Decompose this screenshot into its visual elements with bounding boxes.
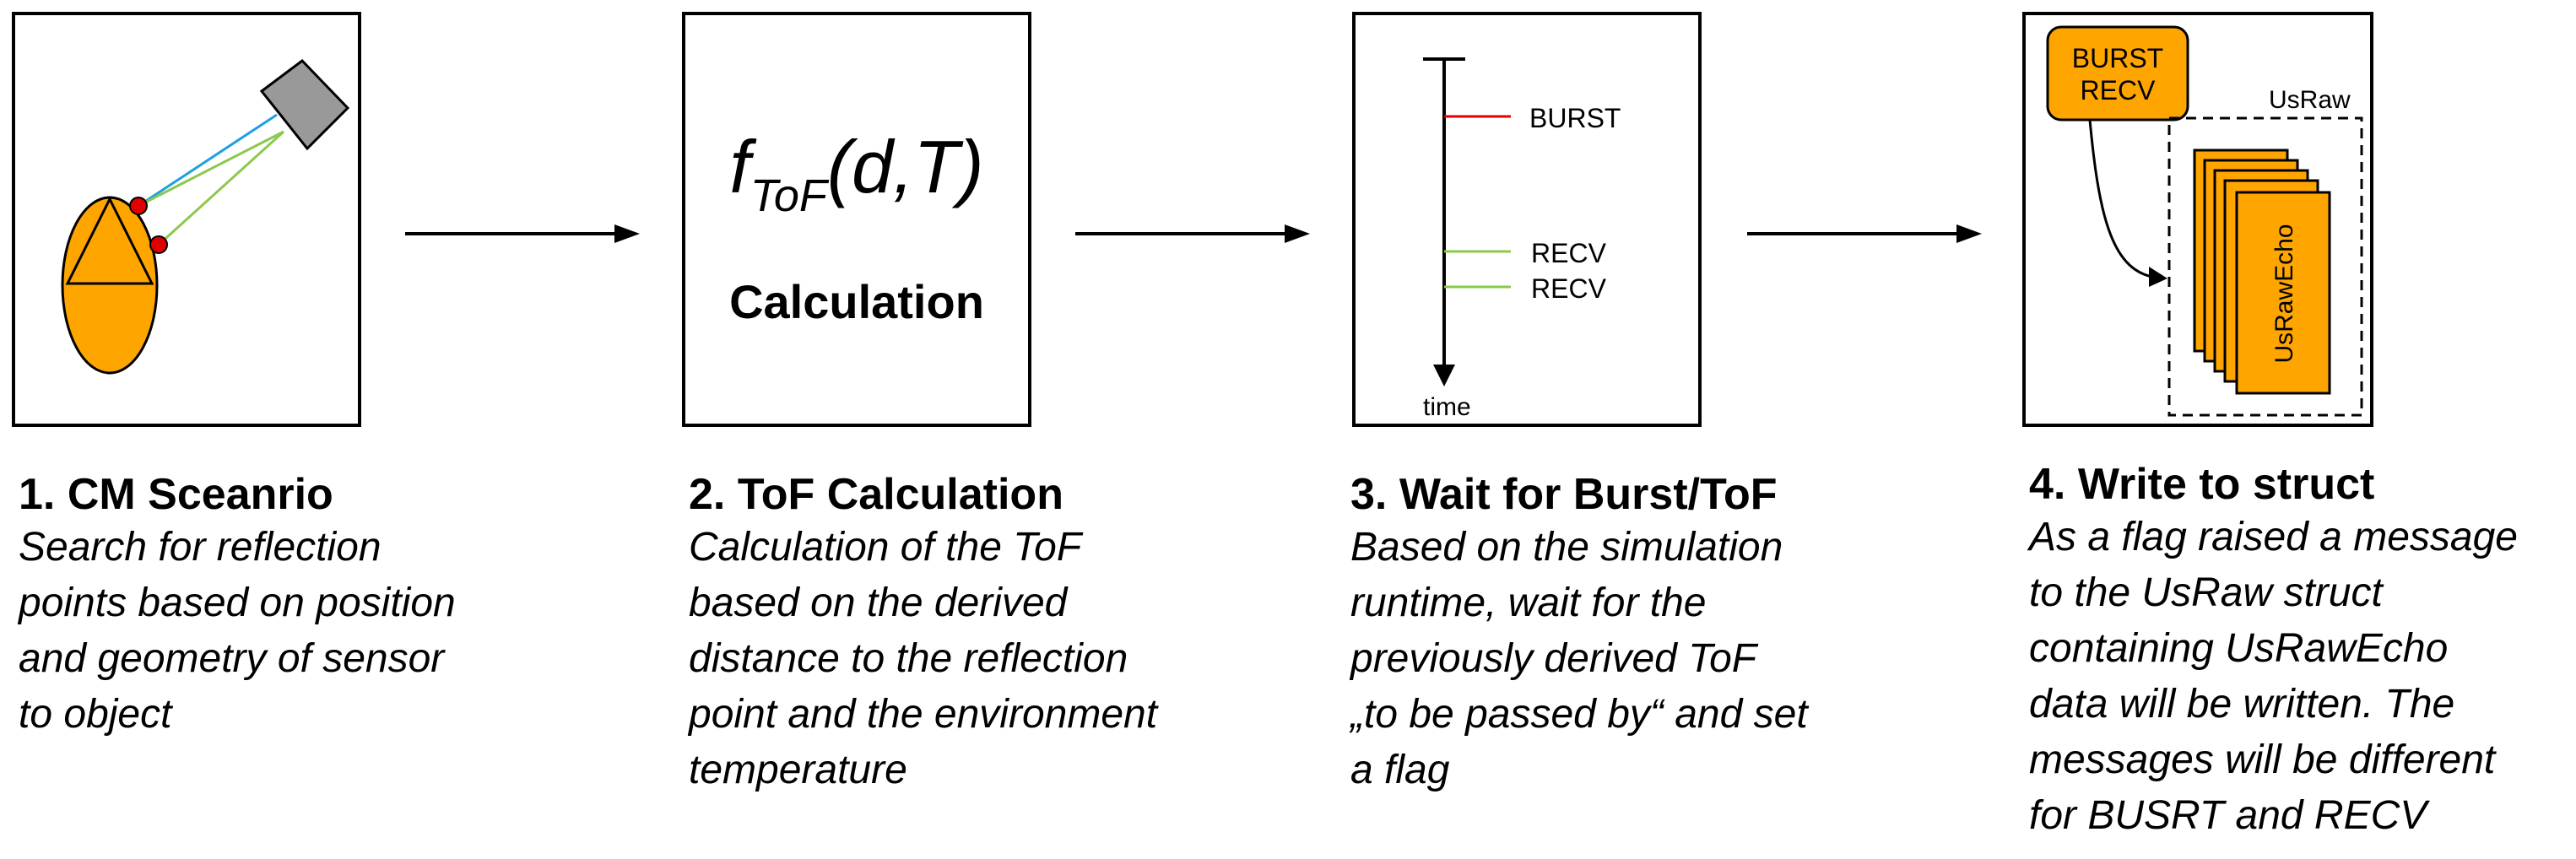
scenario-illustration [61,59,350,375]
step-3-title: 3. Wait for Burst/ToF [1350,470,1778,519]
blue-ray [138,113,278,208]
step-3-line: runtime, wait for the [1350,581,1707,625]
step-1-line: Search for reflection [19,525,382,570]
step-4-line: messages will be different [2029,737,2496,782]
step-1-line: to object [19,692,172,737]
step-2-title: 2. ToF Calculation [689,470,1063,519]
formula-function: f [729,125,750,208]
green-ray-2 [157,130,285,246]
step-3-line: previously derived ToF [1350,636,1757,681]
step-3-line: Based on the simulation [1350,525,1783,570]
write-arrowhead [2149,267,2167,287]
step-1-description: Search for reflection points based on po… [19,520,559,743]
step-2-line: temperature [689,748,907,792]
step-4-line: for BUSRT and RECV [2029,793,2427,838]
step-4-caption: 4. Write to struct As a flag raised a me… [2029,459,2569,844]
step-3-line: a flag [1350,748,1450,792]
struct-illustration: BURST RECV UsRaw UsRawEcho [2046,25,2363,417]
step-4-title: 4. Write to struct [2029,460,2375,509]
recv-label-2: RECV [1531,273,1607,304]
step-4-description: As a flag raised a message to the UsRaw … [2029,510,2569,844]
timeline-illustration: BURST RECV RECV time [1423,57,1621,421]
usrawecho-label: UsRawEcho [2270,224,2298,363]
step-2-caption: 2. ToF Calculation Calculation of the To… [689,469,1229,798]
flow-arrow-3 [1747,224,1982,243]
step-4-line: containing UsRawEcho [2029,626,2449,671]
message-box-recv: RECV [2081,75,2157,105]
formula-arguments: (d,T) [826,125,984,208]
step-4-line: to the UsRaw struct [2029,570,2383,615]
usraw-label: UsRaw [2269,86,2351,114]
step-2-line: Calculation of the ToF [689,525,1082,570]
step-1-line: and geometry of sensor [19,636,445,681]
object-triangle [65,196,154,285]
object-ellipse [61,196,159,375]
step-3-line: „to be passed by“ and set [1350,692,1808,737]
step-2-line: based on the derived [689,581,1068,625]
step-2-description: Calculation of the ToF based on the deri… [689,520,1229,798]
step-1-caption: 1. CM Sceanrio Search for reflection poi… [19,469,559,743]
flow-arrow-2 [1075,224,1310,243]
step-3-description: Based on the simulation runtime, wait fo… [1350,520,1891,798]
scenario-panel [12,12,361,427]
sensor-shape [259,59,350,151]
tof-calculation-panel: fToF(d,T) Calculation [682,12,1031,427]
step-4-line: data will be written. The [2029,682,2455,727]
usraw-container [2167,116,2363,417]
usrawecho-card-5 [2235,191,2331,395]
calculation-label: Calculation [729,275,984,328]
step-3-caption: 3. Wait for Burst/ToF Based on the simul… [1350,469,1891,798]
burst-label: BURST [1529,103,1621,133]
flow-arrow-1 [405,224,640,243]
tof-formula: fToF(d,T) [685,125,1028,238]
reflection-point-1 [129,197,148,215]
step-1-line: points based on position [19,581,456,625]
step-2-line: distance to the reflection [689,636,1128,681]
message-box-burst: BURST [2072,43,2163,73]
recv-label-1: RECV [1531,238,1607,268]
step-4-line: As a flag raised a message [2029,515,2518,559]
step-1-title: 1. CM Sceanrio [19,470,333,519]
time-label: time [1423,393,1471,421]
struct-panel: BURST RECV UsRaw UsRawEcho [2022,12,2373,427]
message-box [2046,25,2189,122]
write-arrow [2088,119,2153,278]
timeline-panel: BURST RECV RECV time [1352,12,1702,427]
green-ray-1 [138,130,284,208]
step-2-line: point and the environment [689,692,1158,737]
timeline-arrowhead [1433,365,1455,386]
reflection-point-2 [149,235,168,254]
formula-subscript: ToF [750,170,827,221]
